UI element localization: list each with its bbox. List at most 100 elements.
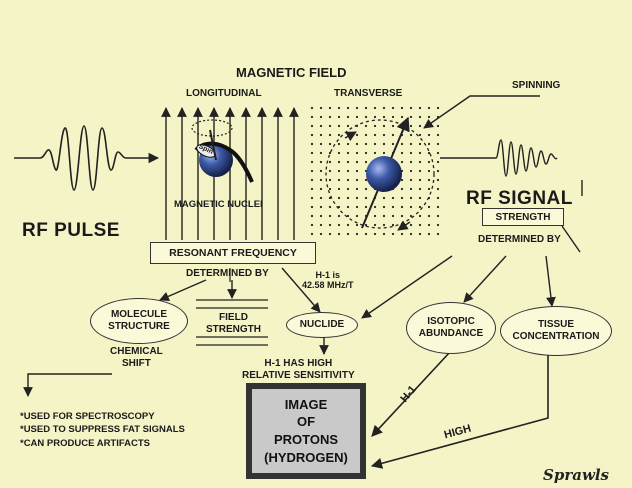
field-dot: [436, 151, 440, 155]
field-dot: [364, 142, 368, 146]
field-dot: [337, 124, 341, 128]
field-dot: [346, 196, 350, 200]
field-dot: [346, 115, 350, 119]
field-dot: [319, 205, 323, 209]
field-dot: [418, 232, 422, 236]
field-dot: [409, 169, 413, 173]
field-dot: [382, 115, 386, 119]
field-dot: [346, 232, 350, 236]
field-dot: [400, 142, 404, 146]
field-dot: [337, 232, 341, 236]
field-dot: [337, 115, 341, 119]
field-dot: [373, 142, 377, 146]
rotation-arrow-top: [344, 131, 357, 142]
field-dot: [436, 106, 440, 110]
image-of-protons-box: IMAGE OF PROTONS (HYDROGEN): [246, 383, 366, 479]
field-dot: [346, 142, 350, 146]
field-dot: [346, 214, 350, 218]
h1-arrow: [371, 351, 451, 437]
magnetic-nuclei-label: MAGNETIC NUCLEI: [174, 199, 263, 210]
field-dot: [355, 106, 359, 110]
field-dot: [364, 115, 368, 119]
field-dot: [310, 232, 314, 236]
high-arrow: [370, 352, 549, 469]
field-dot: [355, 187, 359, 191]
field-dot: [418, 115, 422, 119]
field-dot: [418, 106, 422, 110]
field-dot: [418, 178, 422, 182]
field-dot: [409, 223, 413, 227]
precession-path: [191, 119, 233, 137]
rotation-arrow-bottom: [397, 220, 411, 231]
field-dot: [400, 223, 404, 227]
field-dot: [346, 205, 350, 209]
field-dot: [418, 133, 422, 137]
longitudinal-label: LONGITUDINAL: [186, 88, 262, 99]
field-dot: [382, 205, 386, 209]
field-dot: [310, 205, 314, 209]
field-dot: [337, 106, 341, 110]
field-dot: [427, 133, 431, 137]
field-dot: [355, 196, 359, 200]
rf-signal-wave: [458, 139, 558, 177]
field-dot: [364, 196, 368, 200]
rf-pulse-wave: [14, 125, 130, 191]
arrow-from-strength: [561, 225, 581, 253]
field-dot: [373, 115, 377, 119]
field-dot: [310, 160, 314, 164]
resonant-frequency-box: RESONANT FREQUENCY: [150, 242, 316, 264]
field-dot: [355, 115, 359, 119]
field-dot: [319, 214, 323, 218]
field-dot: [364, 133, 368, 137]
field-dot: [328, 160, 332, 164]
field-dot: [418, 124, 422, 128]
field-dot: [409, 196, 413, 200]
field-dot: [319, 115, 323, 119]
determined-by-left: DETERMINED BY: [186, 268, 269, 279]
field-dot: [418, 187, 422, 191]
field-dot: [328, 232, 332, 236]
field-dot: [328, 115, 332, 119]
field-dot: [346, 160, 350, 164]
field-dot: [382, 232, 386, 236]
field-dot: [346, 169, 350, 173]
field-dot: [391, 205, 395, 209]
field-dot: [400, 205, 404, 209]
field-dot: [409, 214, 413, 218]
field-dot: [346, 106, 350, 110]
field-dot: [319, 124, 323, 128]
field-dot: [373, 151, 377, 155]
field-dot: [418, 214, 422, 218]
field-dot: [382, 223, 386, 227]
longitudinal-field-lines: [161, 107, 299, 240]
spinning-pointer: [423, 95, 540, 129]
field-dot: [418, 196, 422, 200]
field-dot: [364, 232, 368, 236]
note-spectroscopy: *USED FOR SPECTROSCOPY: [20, 411, 155, 422]
nuclide-oval: NUCLIDE: [286, 312, 358, 338]
field-dot: [355, 160, 359, 164]
signature: Sprawls: [543, 466, 609, 484]
arrow-to-nuclide-right: [361, 255, 453, 319]
field-dot: [418, 205, 422, 209]
field-dot: [436, 205, 440, 209]
field-dot: [355, 223, 359, 227]
field-dot: [319, 169, 323, 173]
field-dot: [427, 223, 431, 227]
field-dot: [409, 160, 413, 164]
field-dot: [418, 160, 422, 164]
field-dot: [409, 106, 413, 110]
field-dot: [337, 214, 341, 218]
field-dot: [355, 151, 359, 155]
field-dot: [319, 151, 323, 155]
longitudinal-nucleus: [194, 129, 254, 183]
note-artifacts: *CAN PRODUCE ARTIFACTS: [20, 437, 151, 449]
field-dot: [400, 115, 404, 119]
field-dot: [310, 178, 314, 182]
field-dot: [337, 223, 341, 227]
